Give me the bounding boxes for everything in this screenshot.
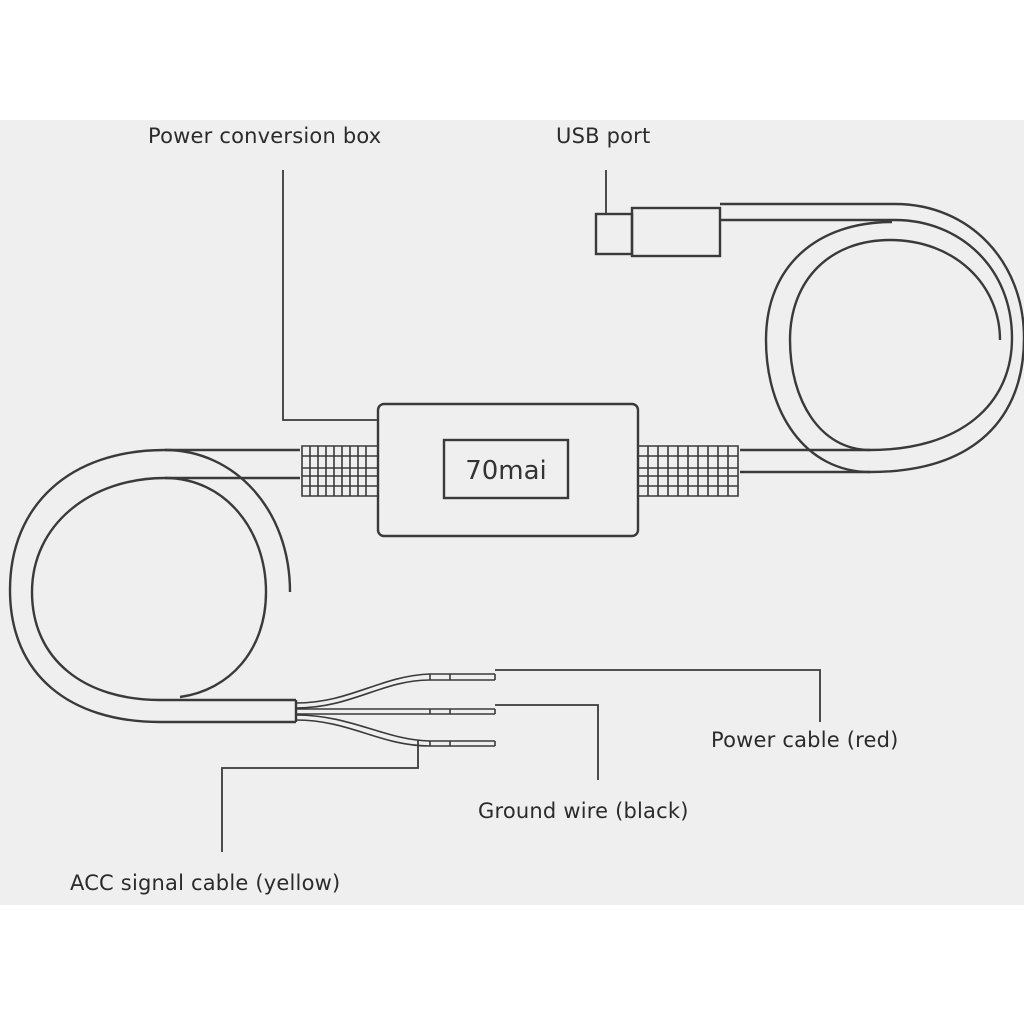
left-cable-loop	[8, 448, 300, 724]
leader-power-conversion-box	[282, 170, 378, 421]
label-ground-wire-black: Ground wire (black)	[478, 799, 689, 823]
diagram-background	[0, 120, 1024, 905]
leader-power-cable-red	[495, 669, 821, 722]
leader-ground-wire-black	[495, 704, 599, 780]
right-cable-loop	[720, 202, 1024, 474]
label-power-cable-red: Power cable (red)	[711, 728, 899, 752]
wire-bundle	[294, 673, 496, 747]
leader-lines	[221, 170, 821, 852]
power-conversion-box: 70mai	[376, 402, 640, 538]
label-power-conversion-box: Power conversion box	[148, 124, 382, 148]
brand-logo-text: 70mai	[465, 456, 547, 486]
left-strain-relief	[301, 445, 379, 497]
right-strain-relief	[637, 445, 739, 497]
label-acc-signal-cable-yellow: ACC signal cable (yellow)	[70, 871, 341, 895]
leader-acc-signal-cable	[221, 740, 419, 852]
label-usb-port: USB port	[556, 124, 651, 148]
usb-plug	[594, 206, 722, 258]
